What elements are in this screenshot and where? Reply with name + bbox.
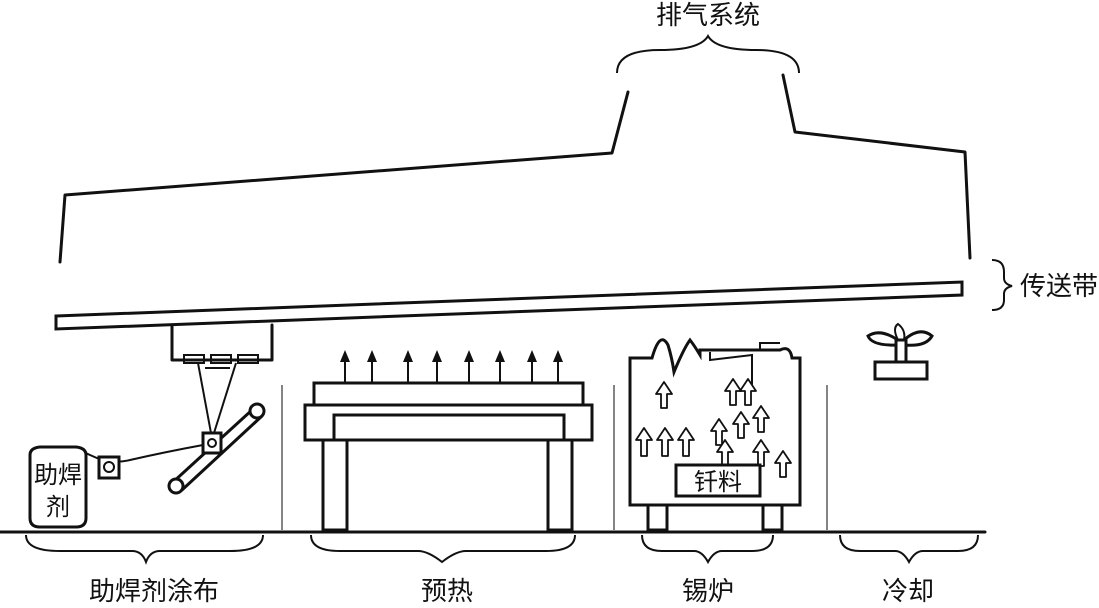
preheat-unit [303,381,594,532]
conveyor-belt [54,280,964,331]
svg-text:助焊: 助焊 [34,461,82,489]
label-cooling: 冷却 [882,577,934,607]
section-braces [25,534,979,565]
flux-carriage [170,323,274,434]
exhaust-brace [616,33,800,74]
flux-pump [97,455,121,480]
preheat-heat-arrows [340,350,563,383]
flux-spray-arm [61,402,266,495]
label-preheat: 预热 [421,577,473,607]
exhaust-hood [58,73,972,264]
exhaust-label: 排气系统 [656,1,760,31]
svg-text:钎料: 钎料 [694,468,742,496]
label-solder-pot: 锡炉 [682,577,734,607]
solder-pot [628,337,802,532]
flux-tank: 助焊 剂 [28,445,88,529]
conveyor-label: 传送带 [1020,272,1098,302]
fan-icon [866,322,934,381]
svg-text:剂: 剂 [46,493,70,521]
label-flux-coating: 助焊剂涂布 [89,577,219,607]
conveyor-brace [991,259,1013,311]
solder-pot-arrows [635,378,792,478]
solder-box: 钎料 [674,463,762,498]
section-dividers [281,385,828,530]
